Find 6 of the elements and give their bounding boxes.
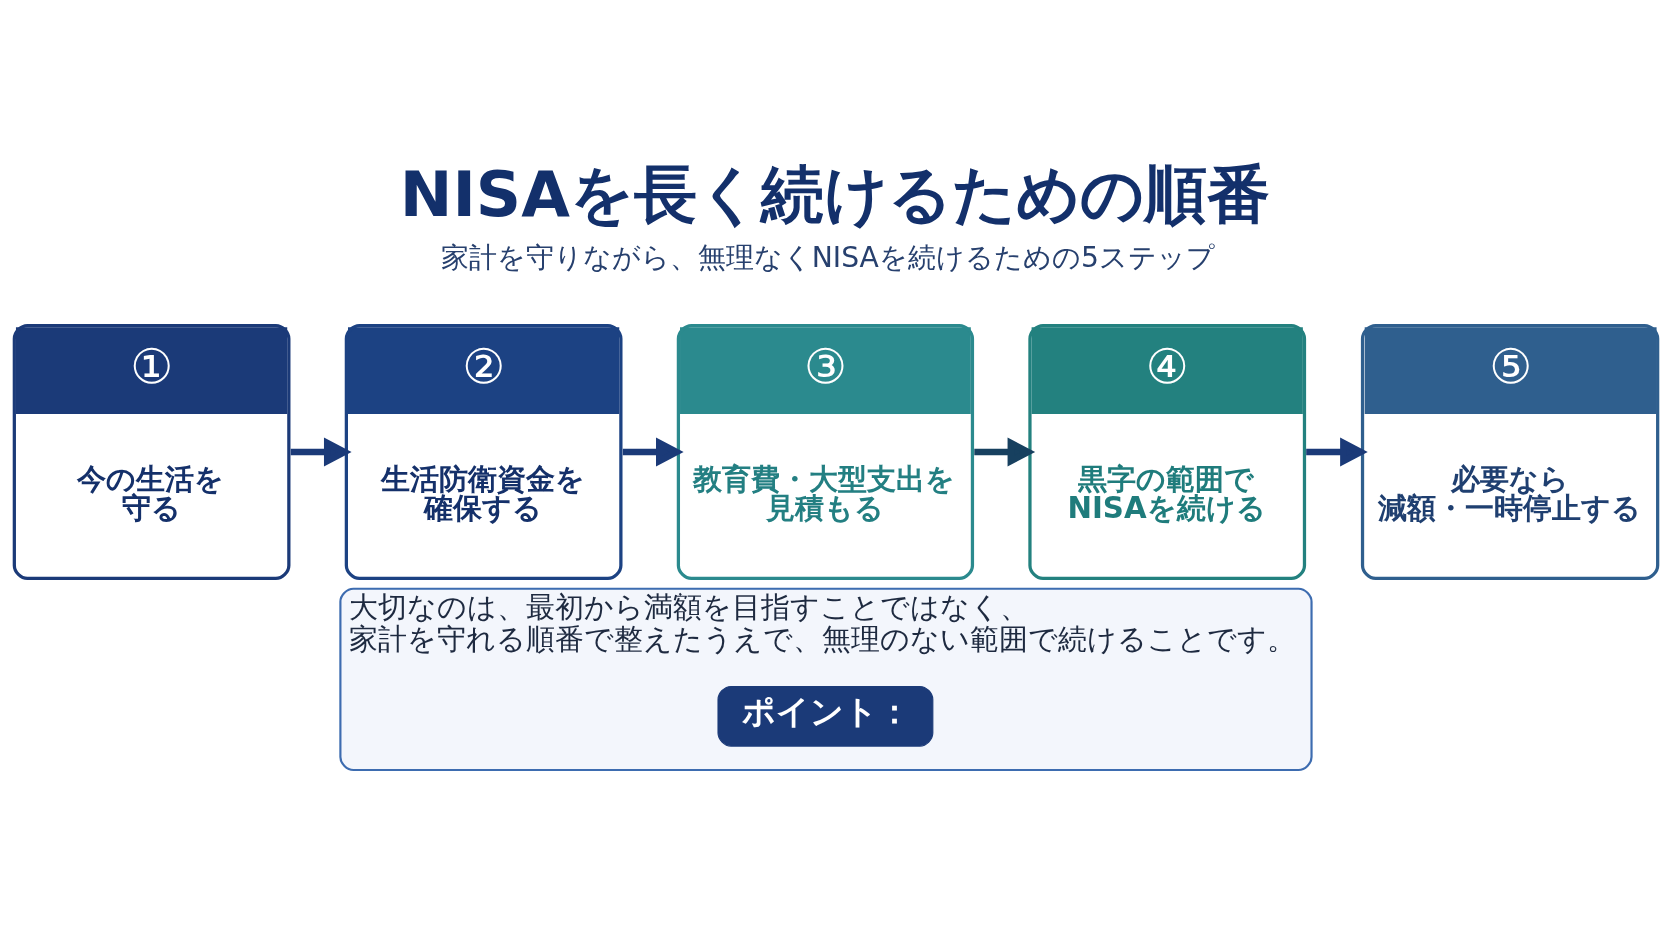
- diagram-title: NISAを長く続けるための順番: [399, 157, 1270, 231]
- arrow: [622, 437, 684, 467]
- arrow: [974, 437, 1036, 467]
- node-box: ポイント：: [717, 685, 934, 747]
- label: 家計を守りながら、無理なくNISAを続けるための5ステップ: [440, 241, 1215, 275]
- arrow: [290, 437, 352, 467]
